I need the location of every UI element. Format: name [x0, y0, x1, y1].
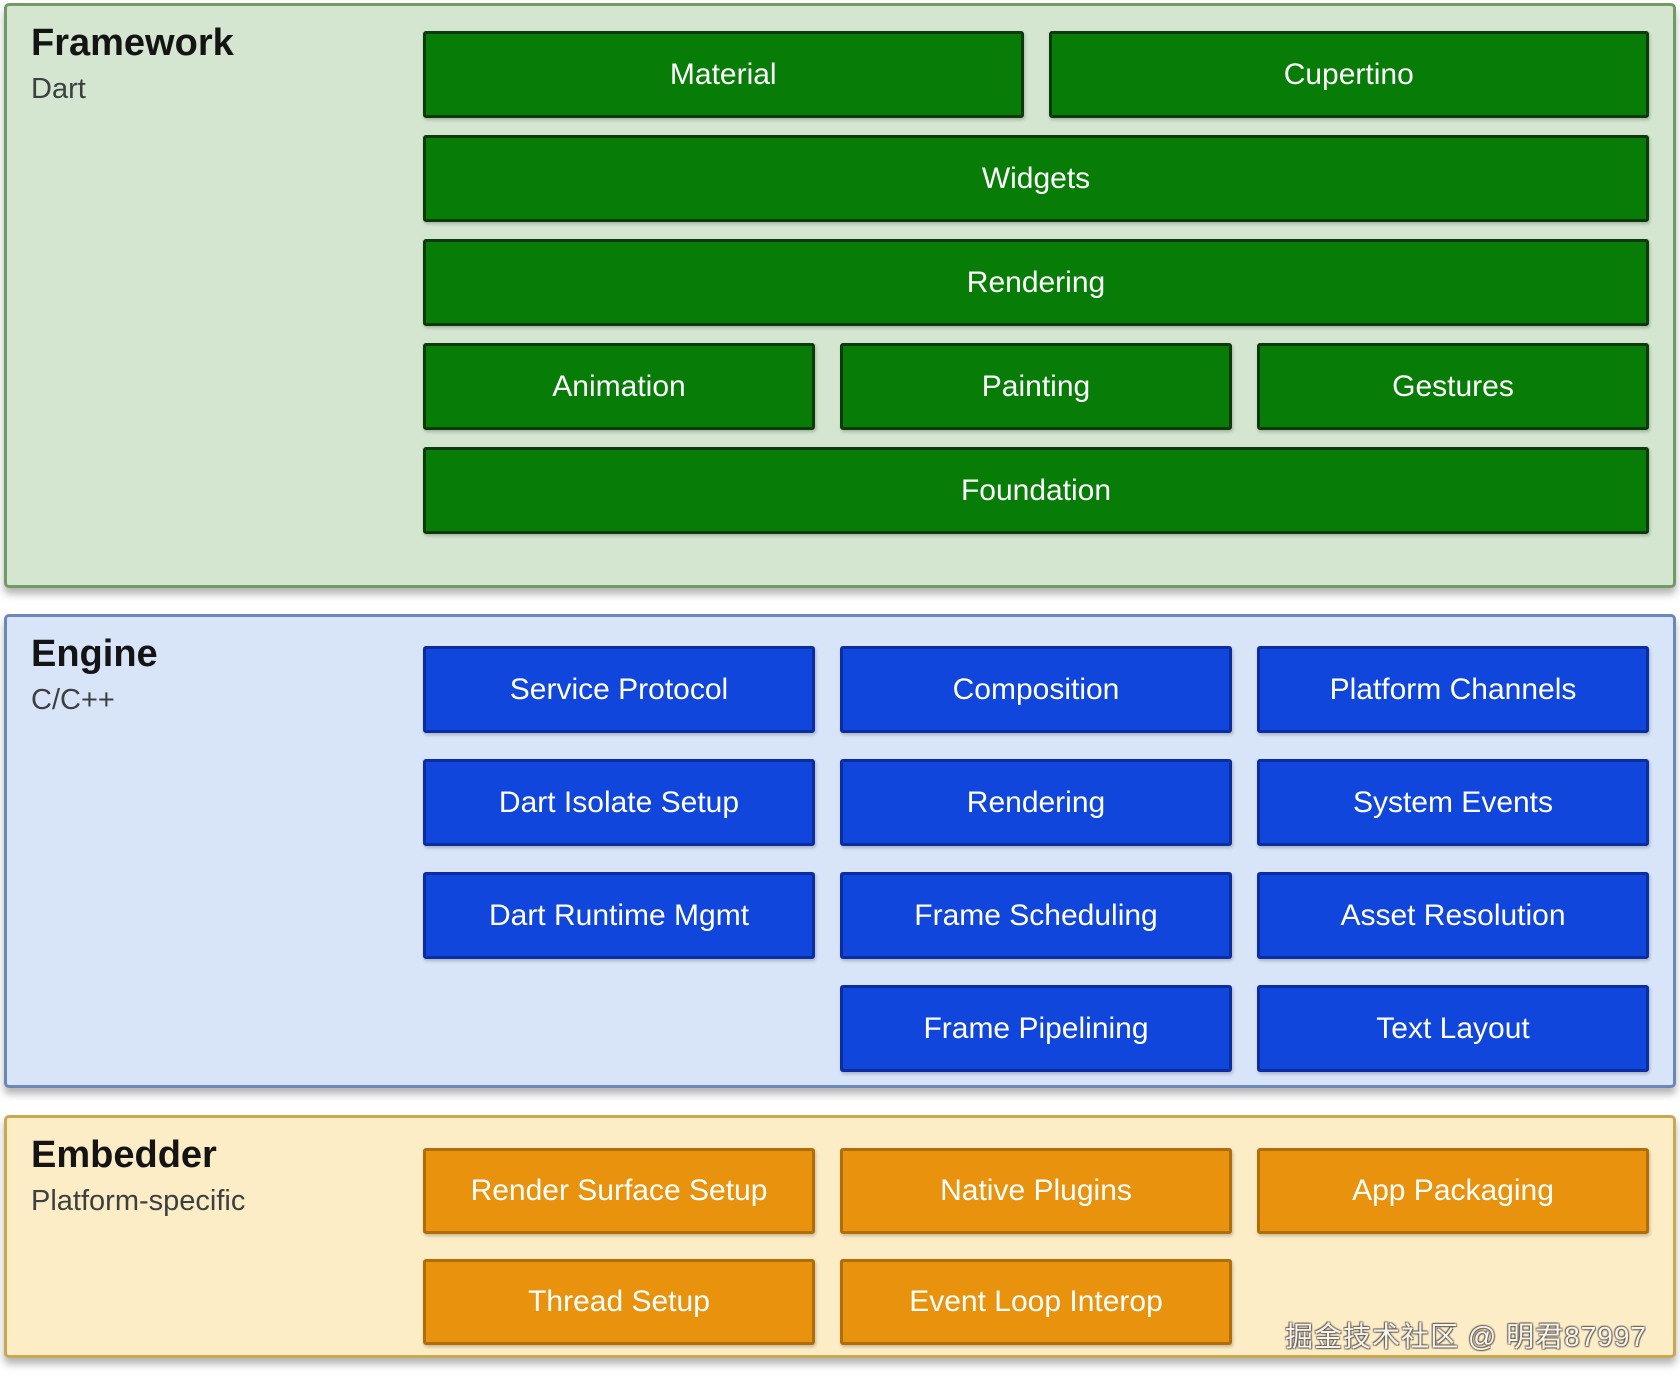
box-dart-runtime-mgmt: Dart Runtime Mgmt	[423, 872, 815, 959]
box-event-loop-interop: Event Loop Interop	[840, 1259, 1232, 1345]
box-app-packaging: App Packaging	[1257, 1148, 1649, 1234]
box-widgets: Widgets	[423, 135, 1649, 222]
layer-embedder-subtitle: Platform-specific	[31, 1184, 246, 1217]
box-thread-setup: Thread Setup	[423, 1259, 815, 1345]
box-frame-pipelining: Frame Pipelining	[840, 985, 1232, 1072]
layer-embedder-grid: Render Surface Setup Native Plugins App Pa…	[423, 1148, 1649, 1345]
layer-framework-subtitle: Dart	[31, 72, 86, 105]
layer-embedder-title: Embedder	[31, 1134, 217, 1176]
box-frame-scheduling: Frame Scheduling	[840, 872, 1232, 959]
box-text-layout: Text Layout	[1257, 985, 1649, 1072]
box-platform-channels: Platform Channels	[1257, 646, 1649, 733]
box-dart-isolate-setup: Dart Isolate Setup	[423, 759, 815, 846]
box-service-protocol: Service Protocol	[423, 646, 815, 733]
box-system-events: System Events	[1257, 759, 1649, 846]
box-material: Material	[423, 31, 1024, 118]
box-native-plugins: Native Plugins	[840, 1148, 1232, 1234]
box-rendering: Rendering	[423, 239, 1649, 326]
layer-framework-title: Framework	[31, 22, 234, 64]
box-cupertino: Cupertino	[1048, 31, 1649, 118]
box-foundation: Foundation	[423, 447, 1649, 534]
box-rendering: Rendering	[840, 759, 1232, 846]
layer-engine-grid: Service Protocol Composition Platform Chan…	[423, 646, 1649, 1072]
box-gestures: Gestures	[1257, 343, 1649, 430]
layer-engine-subtitle: C/C++	[31, 683, 115, 716]
box-animation: Animation	[423, 343, 815, 430]
box-asset-resolution: Asset Resolution	[1257, 872, 1649, 959]
box-composition: Composition	[840, 646, 1232, 733]
box-render-surface-setup: Render Surface Setup	[423, 1148, 815, 1234]
box-painting: Painting	[840, 343, 1232, 430]
watermark-text: 掘金技术社区 @ 明君87997	[1285, 1321, 1647, 1352]
layer-engine-title: Engine	[31, 633, 158, 675]
